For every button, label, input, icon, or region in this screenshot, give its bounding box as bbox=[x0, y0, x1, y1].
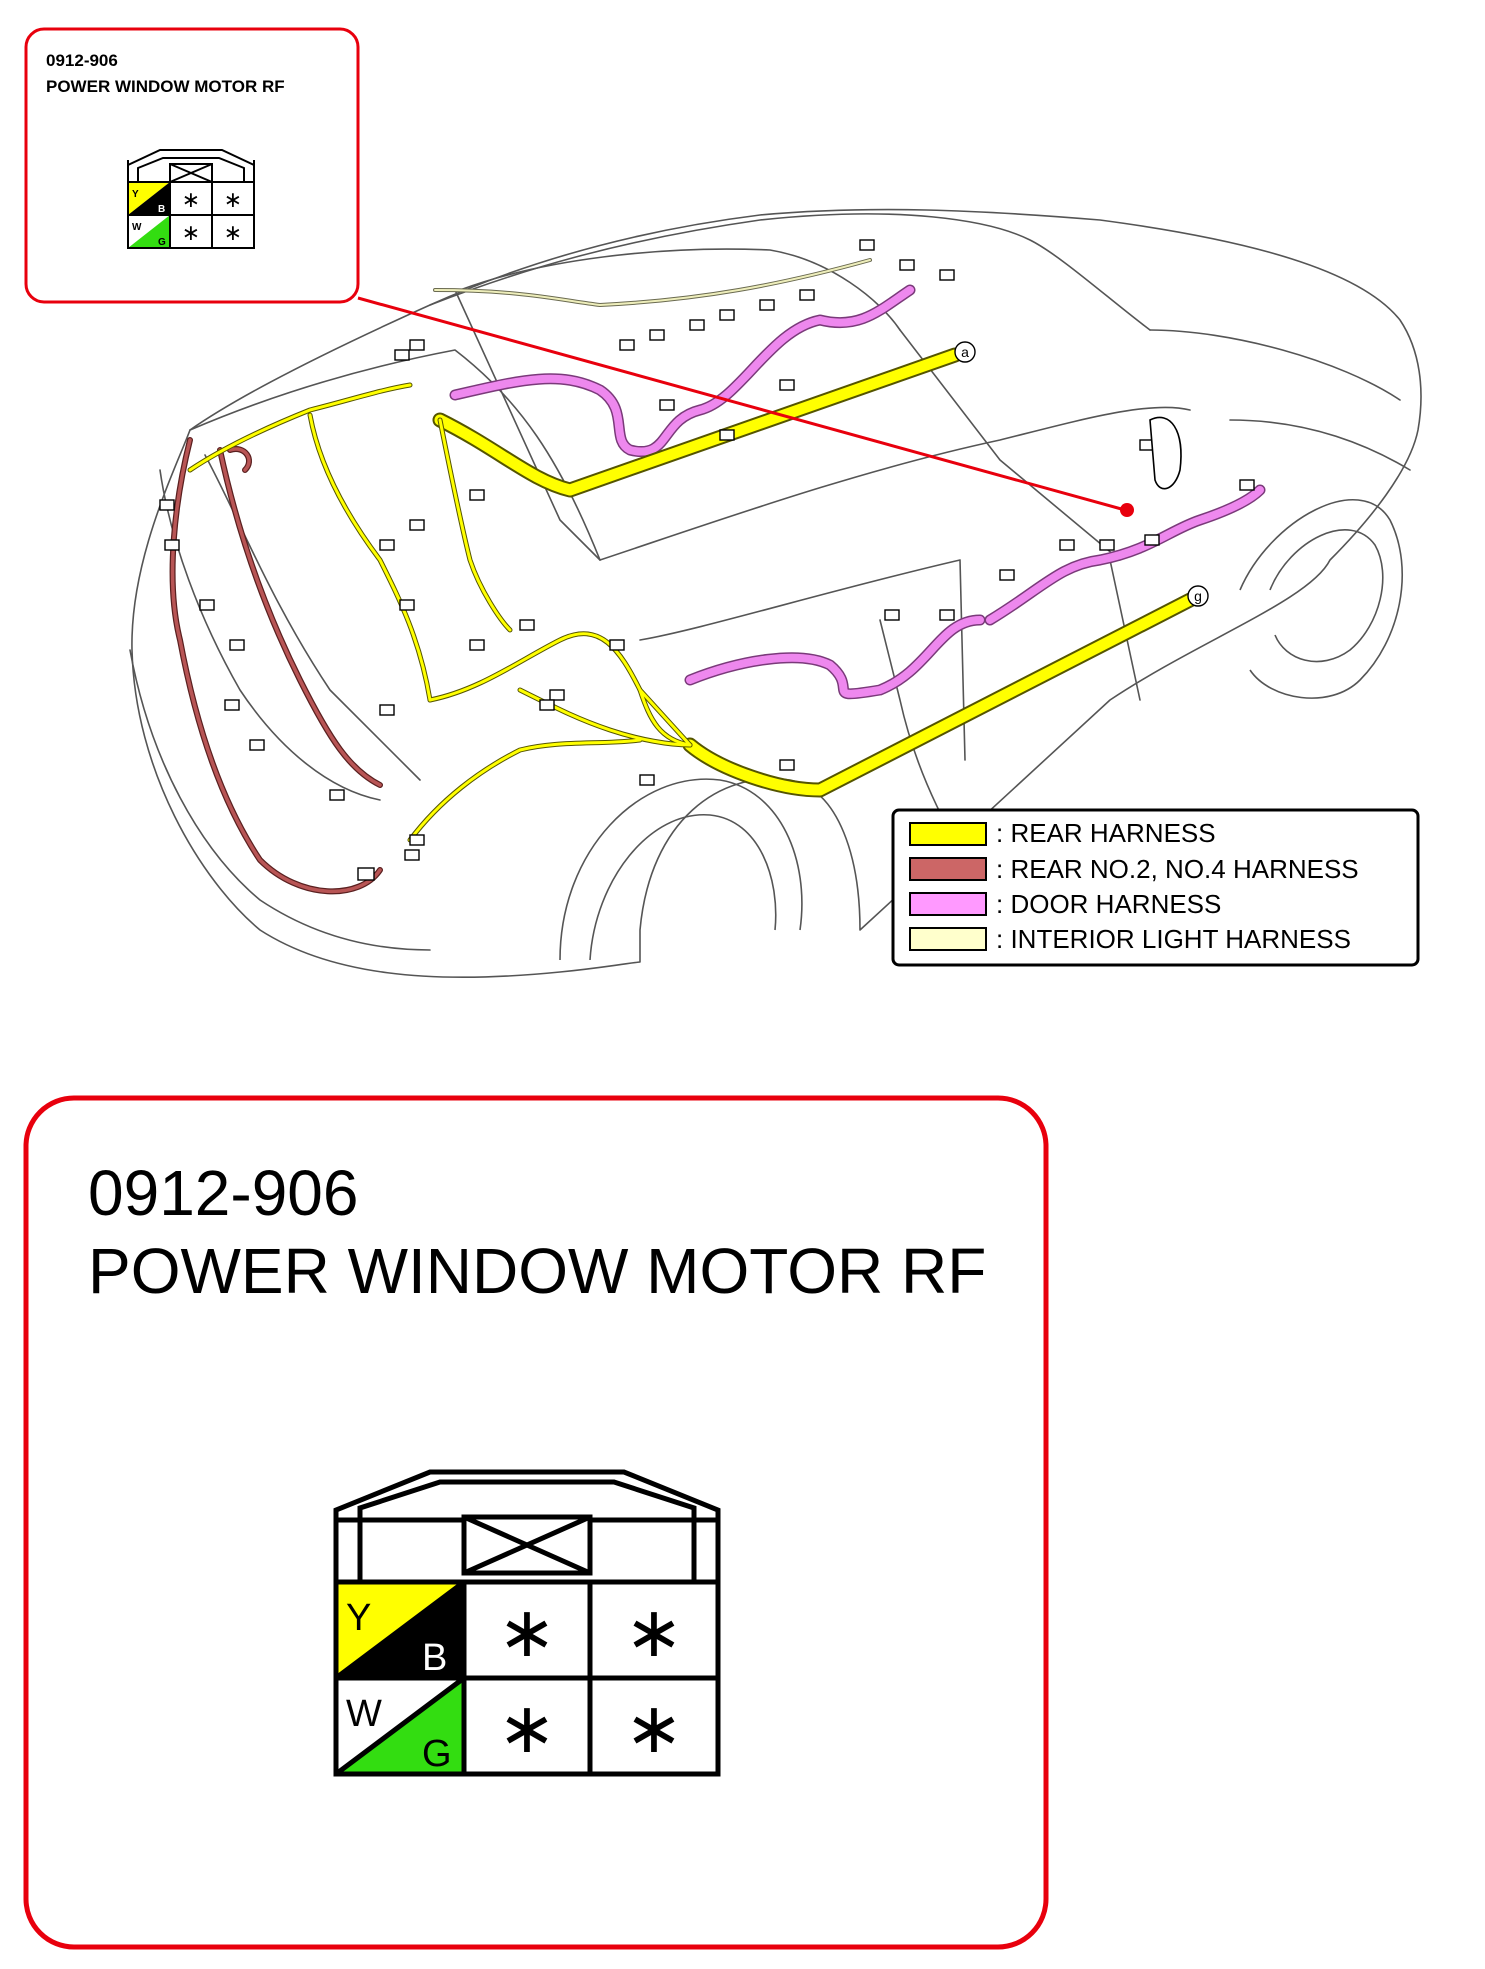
car-body-outline bbox=[129, 208, 1422, 979]
legend-item-door-harness: : DOOR HARNESS bbox=[909, 889, 1221, 919]
connector-pointer-line bbox=[357, 296, 1126, 512]
pin-yb-top-label: Y bbox=[346, 1597, 371, 1639]
svg-text:: REAR NO.2, NO.4 HARNESS: : REAR NO.2, NO.4 HARNESS bbox=[996, 854, 1359, 884]
svg-text:∗: ∗ bbox=[224, 220, 242, 245]
legend-swatch-door-harness bbox=[909, 892, 987, 916]
legend-swatch-rear-no2-no4-harness bbox=[909, 857, 987, 881]
unused-pin-mark: ∗ bbox=[498, 1593, 557, 1671]
callout-large-code: 0912-906 bbox=[88, 1157, 358, 1229]
connector-callout-small: 0912-906 POWER WINDOW MOTOR RF Y B W G ∗… bbox=[24, 27, 360, 304]
svg-text:: DOOR HARNESS: : DOOR HARNESS bbox=[996, 889, 1221, 919]
unused-pin-mark: ∗ bbox=[498, 1689, 557, 1767]
legend-item-interior-light-harness: : INTERIOR LIGHT HARNESS bbox=[909, 924, 1351, 954]
callout-small-code: 0912-906 bbox=[46, 51, 118, 70]
svg-text:Y: Y bbox=[132, 189, 139, 200]
svg-text:W: W bbox=[132, 222, 142, 233]
rear-wheel bbox=[559, 778, 803, 961]
callout-small-title: POWER WINDOW MOTOR RF bbox=[46, 77, 285, 96]
svg-text:g: g bbox=[1194, 588, 1202, 604]
unused-pin-mark: ∗ bbox=[625, 1689, 684, 1767]
harness-connectors bbox=[159, 239, 1255, 881]
pin-wg-bottom-label: G bbox=[422, 1733, 452, 1775]
pin-yb-bottom-label: B bbox=[422, 1637, 447, 1679]
svg-text:a: a bbox=[961, 344, 969, 360]
connector-face-large bbox=[333, 1469, 721, 1582]
rear-no2-no4-harness bbox=[169, 437, 383, 895]
connector-location-dot bbox=[1120, 503, 1134, 517]
marker-g: g bbox=[1187, 585, 1209, 607]
connector-callout-large: 0912-906 POWER WINDOW MOTOR RF Y B W bbox=[23, 1095, 1049, 1950]
marker-a: a bbox=[954, 341, 976, 363]
svg-text:B: B bbox=[158, 204, 165, 215]
svg-text:∗: ∗ bbox=[182, 220, 200, 245]
unused-pin-mark: ∗ bbox=[625, 1593, 684, 1671]
svg-text:∗: ∗ bbox=[224, 187, 242, 212]
unused-pin-marks: ∗ ∗ ∗ ∗ bbox=[498, 1593, 684, 1767]
legend-swatch-rear-harness bbox=[909, 822, 987, 846]
legend-item-rear-no2-no4-harness: : REAR NO.2, NO.4 HARNESS bbox=[909, 854, 1359, 884]
callout-large-title: POWER WINDOW MOTOR RF bbox=[88, 1235, 986, 1307]
svg-text:G: G bbox=[158, 237, 166, 248]
harness-legend: : REAR HARNESS : REAR NO.2, NO.4 HARNESS… bbox=[891, 808, 1420, 967]
legend-item-rear-harness: : REAR HARNESS bbox=[909, 818, 1216, 848]
front-wheel bbox=[1239, 499, 1403, 699]
side-mirror bbox=[1149, 416, 1182, 490]
svg-text:∗: ∗ bbox=[182, 187, 200, 212]
pin-wg-top-label: W bbox=[346, 1693, 382, 1735]
legend-swatch-interior-light-harness bbox=[909, 927, 987, 951]
svg-text:: REAR HARNESS: : REAR HARNESS bbox=[996, 818, 1216, 848]
svg-text:: INTERIOR LIGHT HARNESS: : INTERIOR LIGHT HARNESS bbox=[996, 924, 1351, 954]
